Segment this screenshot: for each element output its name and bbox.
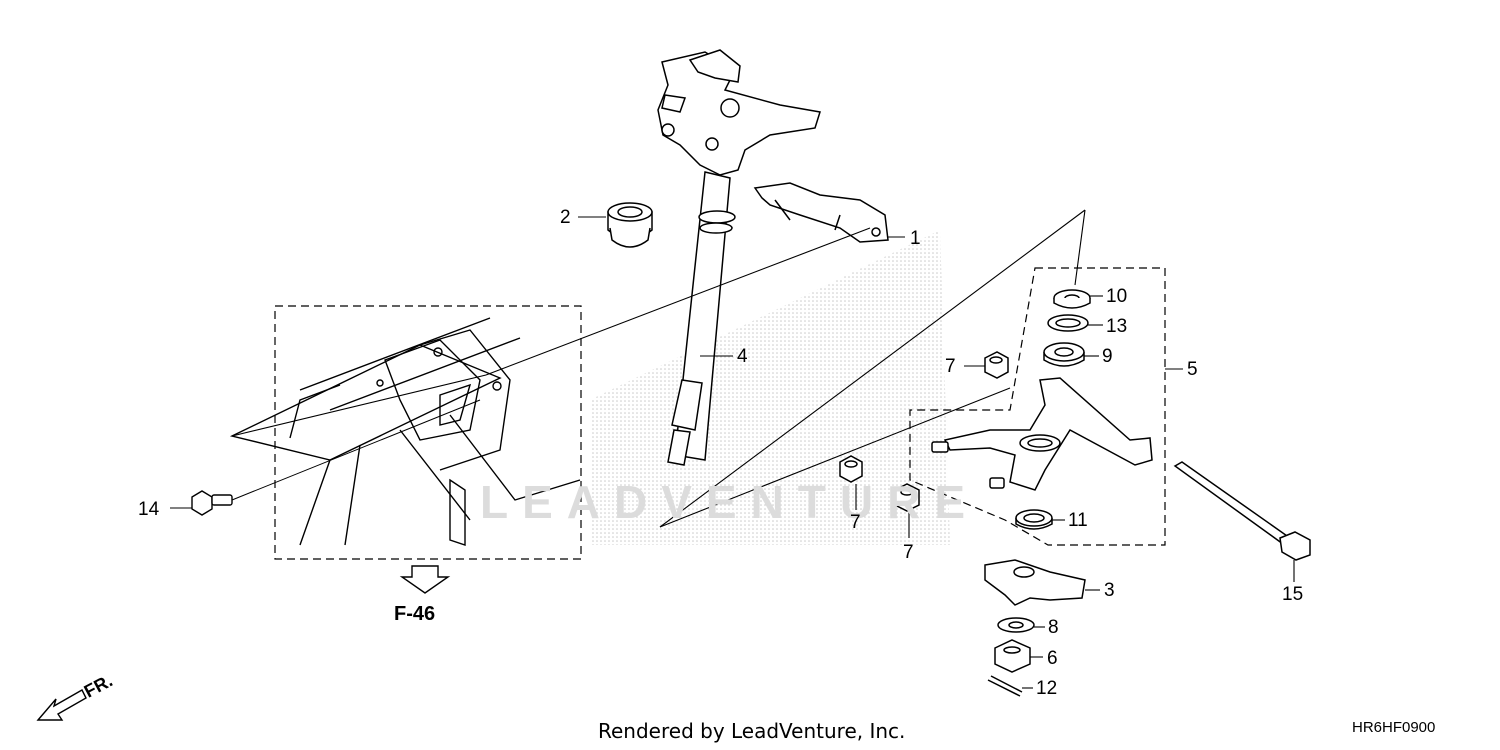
callout-4[interactable]: 4 [737, 346, 748, 367]
nut-7-mid[interactable] [839, 455, 863, 483]
footer-credit: Rendered by LeadVenture, Inc. [598, 719, 906, 743]
nut-7-low[interactable] [894, 483, 920, 512]
callout-8[interactable]: 8 [1048, 617, 1059, 638]
washer-8[interactable] [997, 617, 1035, 633]
callout-10[interactable]: 10 [1106, 286, 1128, 307]
callout-5[interactable]: 5 [1187, 359, 1198, 380]
bearing-9[interactable] [1043, 342, 1085, 367]
knuckle-assembly-box [909, 267, 1166, 546]
cotter-pin-12[interactable] [987, 675, 1023, 697]
bolt-15[interactable] [1173, 461, 1311, 561]
callout-15[interactable]: 15 [1282, 584, 1304, 605]
front-direction-arrow [36, 689, 87, 721]
callout-14[interactable]: 14 [138, 499, 160, 520]
callout-6[interactable]: 6 [1047, 648, 1058, 669]
frame-reference-label[interactable]: F-46 [394, 603, 436, 625]
guide-lines [231, 209, 1086, 528]
seal-11[interactable] [1015, 509, 1053, 530]
seal-13[interactable] [1047, 314, 1089, 332]
nut-6[interactable] [994, 639, 1031, 673]
watermark-text: LEADVENTURE [480, 476, 980, 528]
callout-7-low[interactable]: 7 [903, 542, 914, 563]
reference-arrow [399, 565, 451, 594]
diagram-code: HR6HF0900 [1352, 719, 1436, 736]
callout-7-mid[interactable]: 7 [850, 512, 861, 533]
callout-11[interactable]: 11 [1068, 510, 1088, 531]
callout-1[interactable]: 1 [910, 228, 921, 249]
bracket-1[interactable] [753, 182, 889, 243]
frame-reference-box [274, 305, 582, 560]
callout-7-top[interactable]: 7 [945, 356, 956, 377]
callout-3[interactable]: 3 [1104, 580, 1115, 601]
frame-sketch [229, 317, 581, 546]
callout-13[interactable]: 13 [1106, 316, 1128, 337]
steering-shaft-4[interactable] [657, 49, 821, 466]
steering-knuckle-5[interactable] [931, 377, 1153, 491]
callout-12[interactable]: 12 [1036, 678, 1058, 699]
nut-7-top[interactable] [984, 351, 1009, 379]
callout-9[interactable]: 9 [1102, 346, 1113, 367]
bolt-14[interactable] [191, 399, 481, 516]
leader-lines [170, 216, 1295, 689]
bearing-10[interactable] [1053, 289, 1091, 309]
seal-2[interactable] [607, 202, 653, 248]
callout-2[interactable]: 2 [560, 207, 571, 228]
plate-3[interactable] [984, 559, 1086, 606]
